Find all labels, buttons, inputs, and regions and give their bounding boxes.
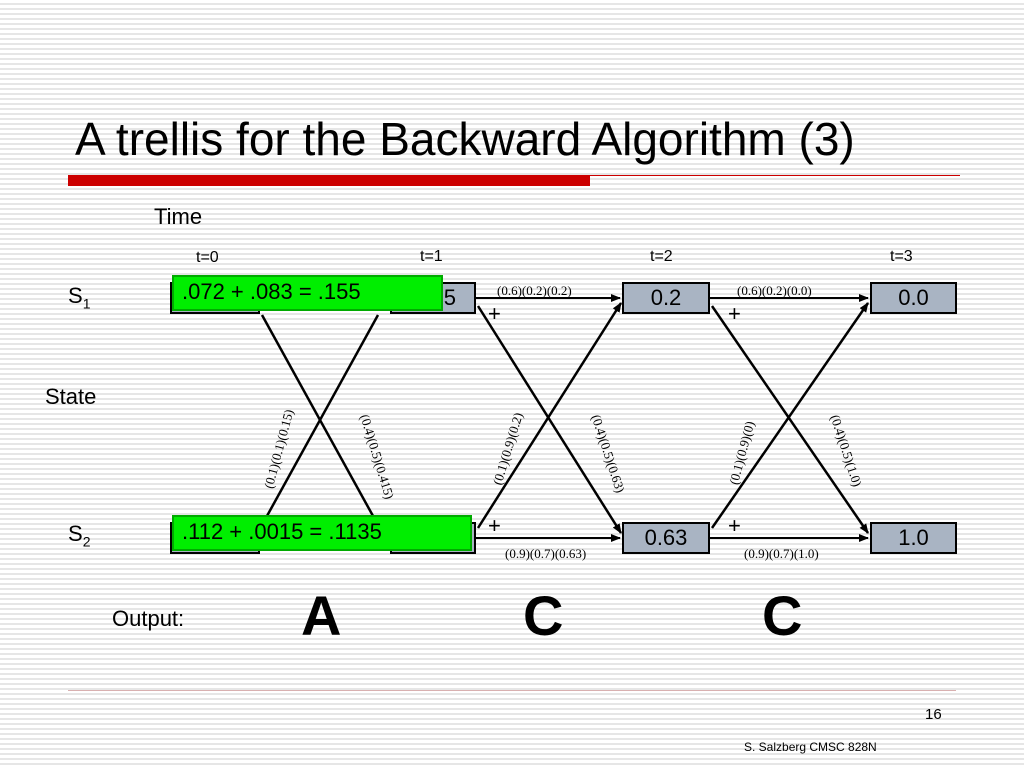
time-step-t1: t=1: [420, 248, 443, 265]
title-underline-bar: [68, 175, 590, 186]
title-underline-rule: [590, 175, 960, 176]
time-label: Time: [154, 204, 203, 229]
state-s2-label: S2: [68, 521, 90, 549]
edge-label-s1s1-t23: (0.6)(0.2)(0.0): [737, 283, 812, 298]
footer-rule: [68, 690, 956, 691]
time-step-t0: t=0: [196, 249, 219, 266]
plus-sign-s2-t2: +: [728, 513, 741, 538]
plus-sign-s1-t1: +: [488, 301, 501, 326]
edge-label-s1s2-t23: (0.4)(0.5)(1.0): [828, 413, 865, 489]
state-s1-main: S: [68, 283, 83, 308]
state-s2-subscript: 2: [82, 533, 91, 550]
time-step-t2: t=2: [650, 248, 673, 265]
output-symbol-t3: C: [762, 584, 803, 647]
plus-sign-s1-t2: +: [728, 301, 741, 326]
node-s2-t3: 1.0: [870, 522, 957, 554]
state-s2-main: S: [68, 521, 83, 546]
edge-s1-t2-s2-t3: [710, 305, 870, 534]
edge-label-s1s2-t01: (0.4)(0.5)(0.415): [357, 413, 397, 501]
edge-label-s2s2-t12: (0.9)(0.7)(0.63): [505, 546, 586, 561]
node-s2-t2: 0.63: [622, 522, 710, 554]
edge-s2-t2-s1-t3: [710, 302, 870, 529]
edge-s2-t0-s1-t1: [260, 314, 380, 526]
state-s1-subscript: 1: [82, 295, 91, 312]
node-s1-t2: 0.2: [622, 282, 710, 314]
output-symbol-t2: C: [523, 584, 564, 647]
edge-label-s2s1-t23: (0.1)(0.9)(0): [726, 420, 757, 487]
edge-label-s2s2-t23: (0.9)(0.7)(1.0): [744, 546, 819, 561]
page-number: 16: [925, 706, 942, 723]
node-s1-t3: 0.0: [870, 282, 957, 314]
time-step-t3: t=3: [890, 248, 913, 265]
state-s1-label: S1: [68, 283, 90, 311]
edge-label-s1s1-t12: (0.6)(0.2)(0.2): [497, 283, 572, 298]
green-sum-box-top: .072 + .083 = .155: [172, 275, 443, 311]
green-sum-box-bottom: .112 + .0015 = .1135: [172, 515, 472, 551]
edge-s1-t1-s2-t2: [476, 305, 623, 534]
plus-sign-s2-t1: +: [488, 513, 501, 538]
state-label: State: [45, 384, 97, 409]
edge-label-s2s1-t12: (0.1)(0.9)(0.2): [490, 411, 526, 487]
output-label: Output:: [112, 606, 185, 631]
edge-label-s1s2-t12: (0.4)(0.5)(0.63): [589, 413, 628, 495]
footer-credit: S. Salzberg CMSC 828N: [744, 740, 877, 754]
output-symbol-t1: A: [301, 584, 342, 647]
edge-label-s2s1-t01: (0.1)(0.1)(0.15): [261, 408, 297, 490]
page-title: A trellis for the Backward Algorithm (3): [75, 113, 855, 165]
edge-s2-t1-s1-t2: [476, 302, 623, 529]
